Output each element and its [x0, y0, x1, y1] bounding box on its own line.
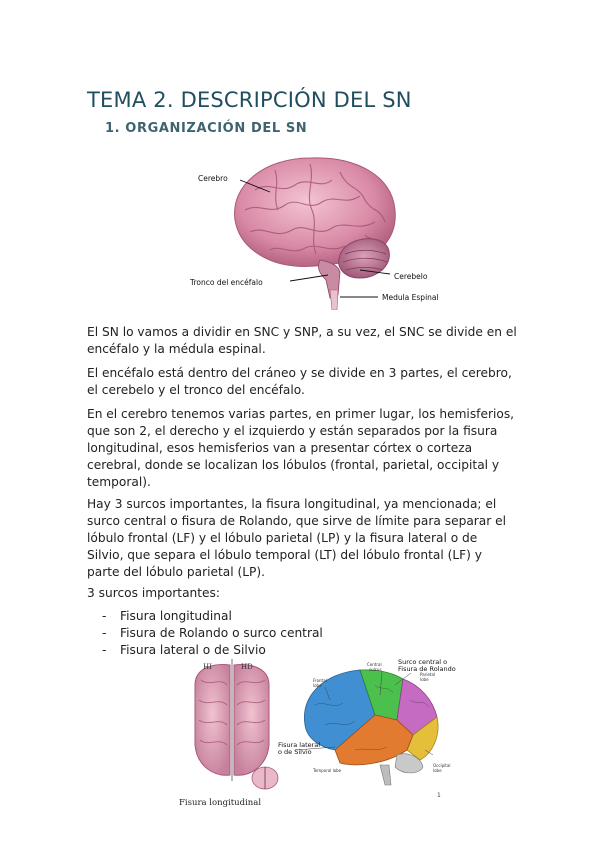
label-frontal-1: Frontal: [313, 678, 327, 683]
label-tronco: Tronco del encéfalo: [189, 278, 263, 287]
list-item: -Fisura lateral o de Silvio: [102, 643, 266, 657]
section-heading: 1. ORGANIZACIÓN DEL SN: [105, 121, 308, 136]
label-fisura-longitudinal: Fisura longitudinal: [179, 798, 261, 808]
list-item: -Fisura de Rolando o surco central: [102, 626, 323, 640]
brain-lobes-diagram: HI HD Fisura longitudinal Central sulcus…: [179, 658, 456, 808]
label-medula: Medula Espinal: [382, 293, 439, 302]
paragraph-1: El SN lo vamos a dividir en SNC y SNP, a…: [87, 325, 517, 356]
label-central-sulcus-1: Central: [367, 662, 382, 667]
label-parietal-2: lobe: [420, 677, 429, 682]
paragraph-3: En el cerebro tenemos varias partes, en …: [87, 407, 515, 489]
label-central-sulcus-2: sulcus: [369, 667, 382, 672]
label-surco-central-2: Fisura de Rolando: [398, 665, 456, 673]
label-occipital-1: Occipital: [433, 763, 450, 768]
paragraph-5: 3 surcos importantes:: [87, 586, 220, 600]
label-frontal-2: lobe: [313, 683, 322, 688]
label-cerebro: Cerebro: [198, 174, 228, 183]
paragraph-4: Hay 3 surcos importantes, la fisura long…: [87, 497, 507, 579]
label-hi: HI: [203, 663, 212, 671]
label-surco-central-1: Surco central o: [398, 658, 447, 666]
label-fisura-lateral-2: o de Silvio: [278, 748, 312, 756]
sulci-list: -Fisura longitudinal -Fisura de Rolando …: [102, 608, 323, 659]
label-hd: HD: [241, 663, 253, 671]
page-title: TEMA 2. DESCRIPCIÓN DEL SN: [87, 88, 412, 112]
label-parietal-1: Parietal: [420, 672, 435, 677]
brain-diagram: Cerebro Tronco del encéfalo Cerebelo Med…: [189, 157, 439, 310]
label-temporal: Temporal lobe: [312, 768, 342, 773]
paragraph-2: El encéfalo está dentro del cráneo y se …: [87, 366, 512, 397]
label-occipital-2: lobe: [433, 768, 442, 773]
label-cerebelo: Cerebelo: [394, 272, 428, 281]
list-item: -Fisura longitudinal: [102, 609, 232, 623]
page-number: 1: [437, 792, 441, 799]
label-fisura-lateral-1: Fisura lateral: [278, 741, 320, 749]
